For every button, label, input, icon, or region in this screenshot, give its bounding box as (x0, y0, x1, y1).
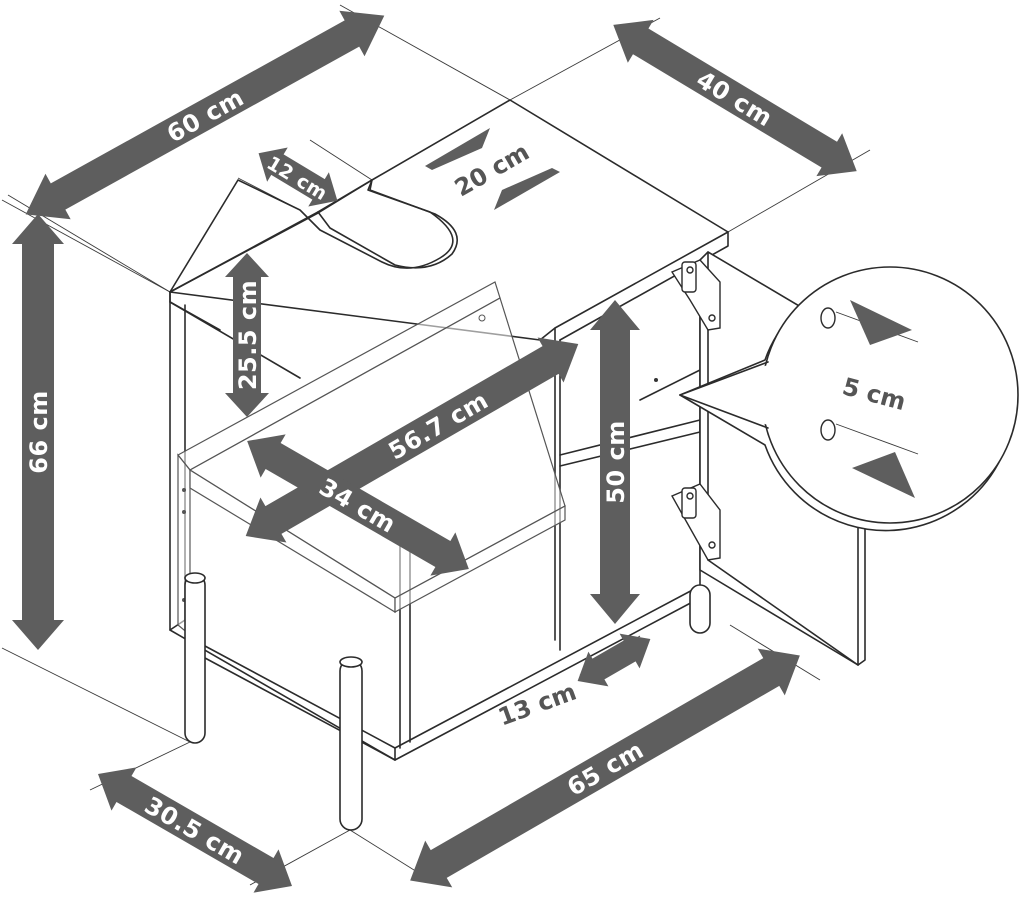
dim-height-total: 66 cm (12, 214, 64, 650)
dim-height-total-label: 66 cm (25, 390, 53, 474)
dim-door-height-label: 50 cm (602, 420, 630, 504)
hole-upper-icon (820, 307, 836, 329)
hole-lower-icon (820, 419, 836, 441)
leg-right (689, 584, 711, 634)
dim-inner-height: 25.5 cm (225, 253, 269, 417)
hinges (654, 259, 721, 561)
dim-leg-height: 13 cm (494, 633, 651, 731)
leg-left (184, 574, 206, 744)
dim-inner-height-label: 25.5 cm (234, 280, 262, 390)
dim-depth-bottom-label: 30.5 cm (140, 791, 250, 870)
legs (184, 572, 711, 831)
detail-callout (679, 266, 1019, 532)
dim-door-height: 50 cm (590, 300, 640, 624)
dim-cutout-width: 20 cm (425, 128, 560, 210)
dim-depth-bottom: 30.5 cm (98, 767, 292, 893)
hinge-top (670, 259, 721, 331)
dim-depth-top: 40 cm (613, 19, 857, 177)
dim-width-top-label: 60 cm (162, 83, 249, 148)
hinge-bottom (671, 483, 721, 561)
dim-leg-height-label: 13 cm (494, 677, 580, 731)
leg-front (339, 659, 363, 831)
